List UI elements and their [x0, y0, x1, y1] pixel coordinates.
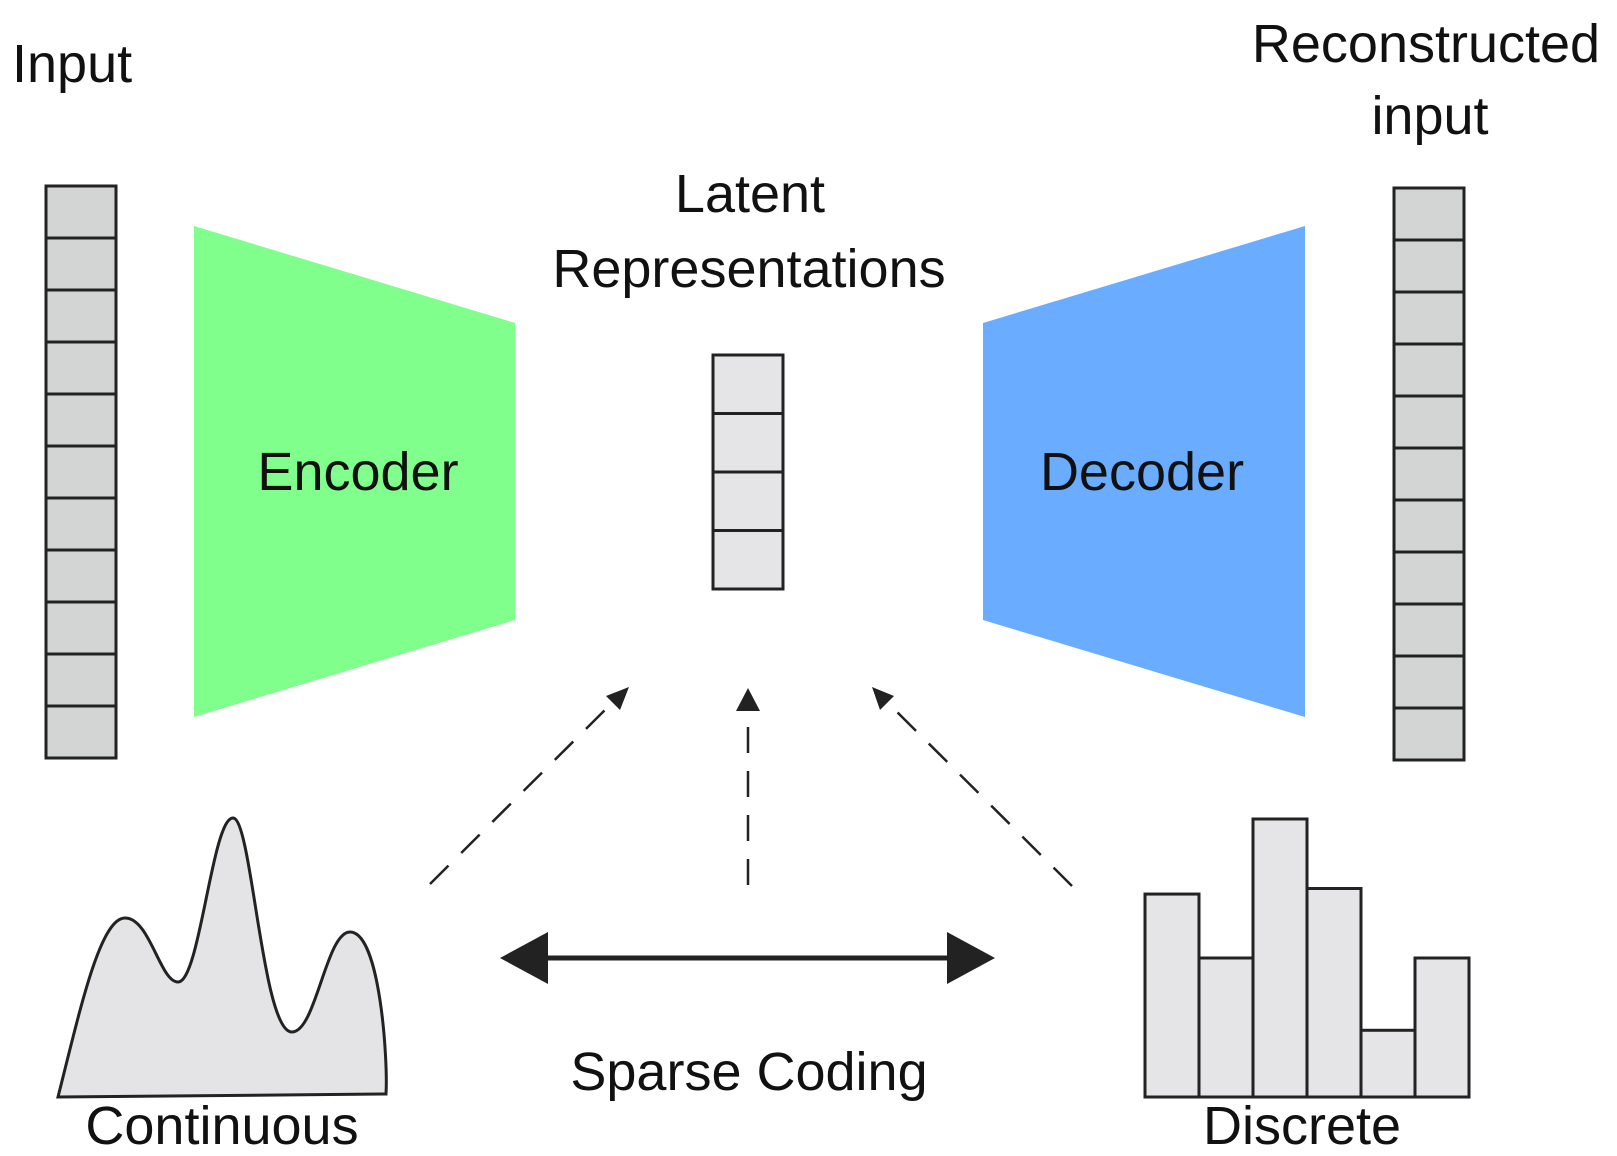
latent-vector-cell [711, 529, 785, 591]
dashed-arrow-left-line [429, 702, 613, 885]
reconstructed-vector-cell [1392, 342, 1466, 398]
input-vector-cell [44, 392, 118, 448]
input-vector [44, 184, 118, 760]
latent-vector [711, 353, 785, 591]
reconstructed-vector-cell [1392, 290, 1466, 346]
double-arrow-right-head [947, 932, 995, 984]
latent-label-line1: Latent [675, 164, 825, 224]
continuous-distribution-curve [56, 816, 388, 1099]
decoder-label: Decoder [1040, 442, 1244, 502]
input-vector-cell [44, 444, 118, 500]
dashed-arrow-right-head [872, 687, 894, 710]
reconstructed-label-line2: input [1371, 86, 1488, 146]
encoder-block [194, 226, 515, 717]
reconstructed-vector-cell [1392, 446, 1466, 502]
reconstructed-vector-cell [1392, 550, 1466, 606]
dashed-arrows [429, 687, 1073, 887]
encoder-label: Encoder [257, 442, 458, 502]
sparse-coding-label: Sparse Coding [570, 1042, 927, 1102]
input-vector-cell [44, 340, 118, 396]
latent-vector-cell [711, 353, 785, 415]
input-vector-cell [44, 184, 118, 240]
input-vector-cell [44, 288, 118, 344]
histogram-bar [1197, 956, 1255, 1099]
reconstructed-vector-cell [1392, 654, 1466, 710]
discrete-histogram [1143, 817, 1471, 1099]
input-vector-cell [44, 496, 118, 552]
input-vector-cell [44, 600, 118, 656]
latent-vector-cell [711, 412, 785, 474]
latent-vector-cell [711, 470, 785, 532]
latent-label-line2: Representations [552, 239, 945, 299]
reconstructed-vector [1392, 186, 1466, 762]
input-label: Input [12, 34, 132, 94]
decoder-block [983, 226, 1305, 717]
histogram-bar [1359, 1028, 1417, 1099]
reconstructed-vector-cell [1392, 394, 1466, 450]
reconstructed-vector-cell [1392, 498, 1466, 554]
input-vector-cell [44, 236, 118, 292]
input-vector-cell [44, 548, 118, 604]
histogram-bar [1251, 817, 1309, 1099]
reconstructed-vector-cell [1392, 602, 1466, 658]
input-vector-cell [44, 652, 118, 708]
dashed-arrow-left-head [606, 687, 629, 710]
reconstructed-label-line1: Reconstructed [1252, 14, 1600, 74]
dashed-arrow-right-line [887, 702, 1073, 887]
continuous-label: Continuous [85, 1096, 358, 1156]
sparse-coding-double-arrow [500, 932, 995, 984]
histogram-bar [1413, 956, 1471, 1099]
discrete-label: Discrete [1203, 1096, 1401, 1156]
reconstructed-vector-cell [1392, 706, 1466, 762]
reconstructed-vector-cell [1392, 238, 1466, 294]
dashed-arrow-center-head [736, 688, 760, 711]
histogram-bar [1305, 887, 1363, 1099]
reconstructed-vector-cell [1392, 186, 1466, 242]
double-arrow-left-head [500, 932, 548, 984]
histogram-bar [1143, 892, 1201, 1099]
input-vector-cell [44, 704, 118, 760]
